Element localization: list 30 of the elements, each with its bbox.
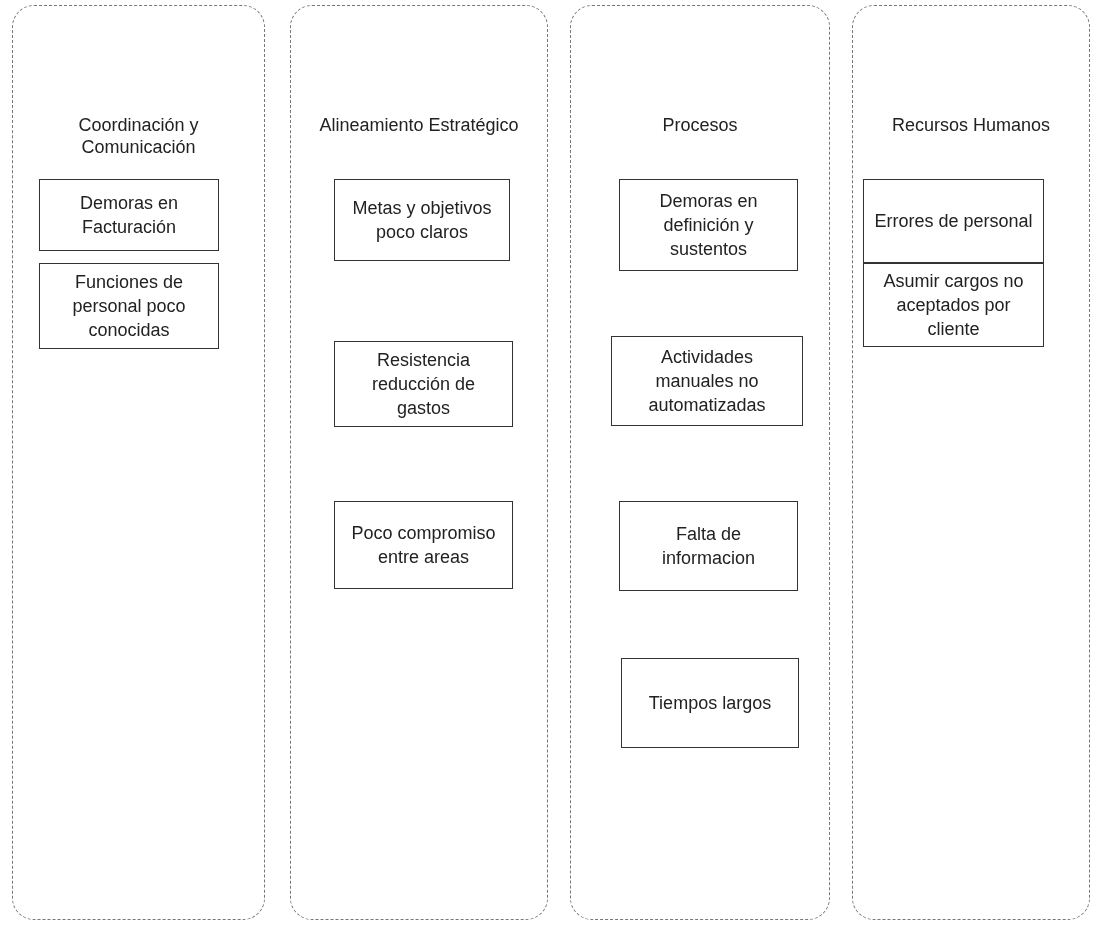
cause-text: Poco compromiso entre areas — [350, 522, 497, 569]
cause-box — [619, 501, 798, 591]
category-column — [570, 5, 830, 920]
cause-box — [334, 179, 510, 261]
column-heading: Coordinación y Comunicación — [77, 114, 200, 158]
cause-box — [334, 341, 513, 427]
cause-box — [39, 263, 219, 349]
cause-text: Asumir cargos no aceptados por cliente — [882, 270, 1025, 341]
column-heading: Alineamiento Estratégico — [318, 114, 520, 136]
cause-text: Falta de informacion — [660, 523, 756, 570]
cause-text: Resistencia reducción de gastos — [370, 349, 477, 420]
column-heading: Procesos — [661, 114, 739, 136]
cause-text: Demoras en definición y sustentos — [658, 190, 759, 261]
cause-text: Metas y objetivos poco claros — [351, 197, 493, 244]
cause-box — [619, 179, 798, 271]
cause-box — [39, 179, 219, 251]
cause-text: Funciones de personal poco conocidas — [71, 271, 187, 342]
cause-box — [863, 179, 1044, 263]
column-heading: Recursos Humanos — [890, 114, 1052, 136]
cause-box — [863, 263, 1044, 347]
cause-text: Tiempos largos — [648, 692, 772, 715]
cause-text: Errores de personal — [874, 210, 1033, 233]
cause-box — [621, 658, 799, 748]
cause-text: Actividades manuales no automatizadas — [647, 346, 767, 417]
category-column — [12, 5, 265, 920]
category-column — [290, 5, 548, 920]
cause-box — [334, 501, 513, 589]
cause-text: Demoras en Facturación — [78, 192, 179, 239]
cause-box — [611, 336, 803, 426]
category-column — [852, 5, 1090, 920]
